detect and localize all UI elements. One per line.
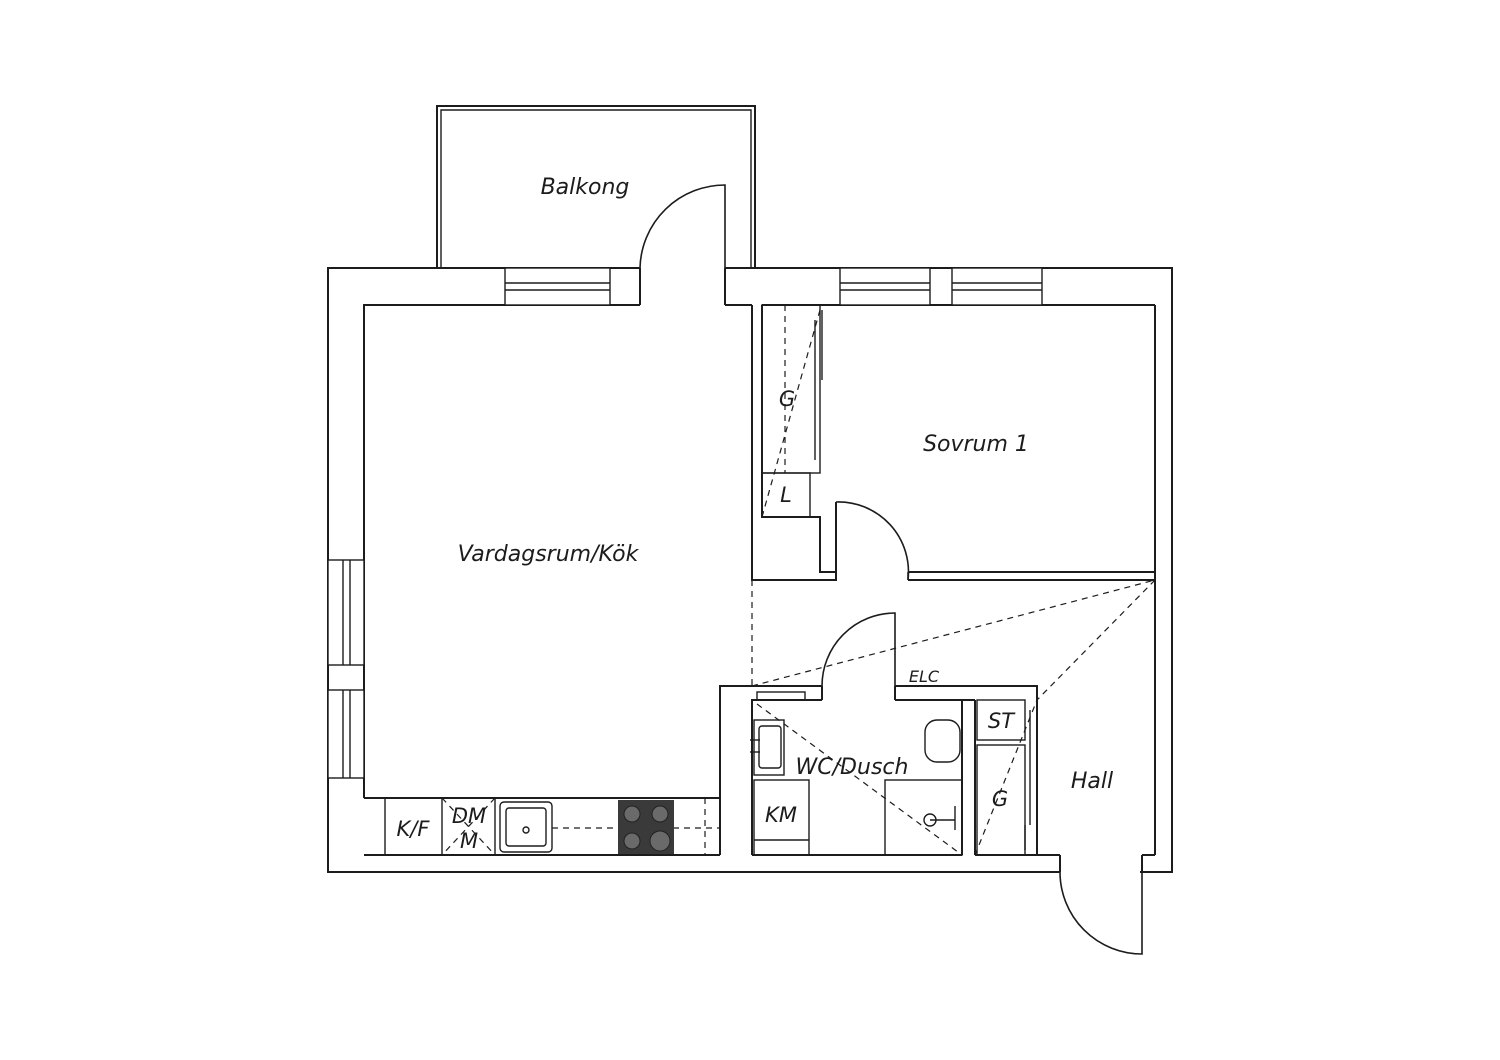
doors xyxy=(639,184,1143,955)
room-label-bath: WC/Dusch xyxy=(796,755,909,780)
wardrobe-bedroom xyxy=(761,304,823,518)
label-linen: L xyxy=(780,483,792,507)
label-electrical-cabinet: ELC xyxy=(909,667,940,686)
label-microwave: M xyxy=(460,829,478,853)
bathroom-fixtures xyxy=(750,691,963,856)
label-washing-machine: KM xyxy=(765,803,797,827)
room-label-balcony: Balkong xyxy=(541,175,630,200)
balcony xyxy=(436,105,756,268)
kitchen xyxy=(384,797,720,856)
hall-storage xyxy=(976,699,1031,856)
hall-guides xyxy=(751,579,1156,856)
label-fridge-freezer: K/F xyxy=(397,817,431,841)
room-label-living: Vardagsrum/Kök xyxy=(458,542,640,567)
label-wardrobe-hall: G xyxy=(992,787,1008,811)
outer-walls xyxy=(327,267,1173,873)
windows xyxy=(327,267,1043,779)
room-label-bedroom: Sovrum 1 xyxy=(923,432,1029,457)
stove xyxy=(618,800,674,854)
label-storage: ST xyxy=(988,709,1016,733)
room-label-hall: Hall xyxy=(1071,769,1113,794)
label-wardrobe-bedroom: G xyxy=(779,387,795,411)
label-dishwasher: DM xyxy=(452,804,486,828)
